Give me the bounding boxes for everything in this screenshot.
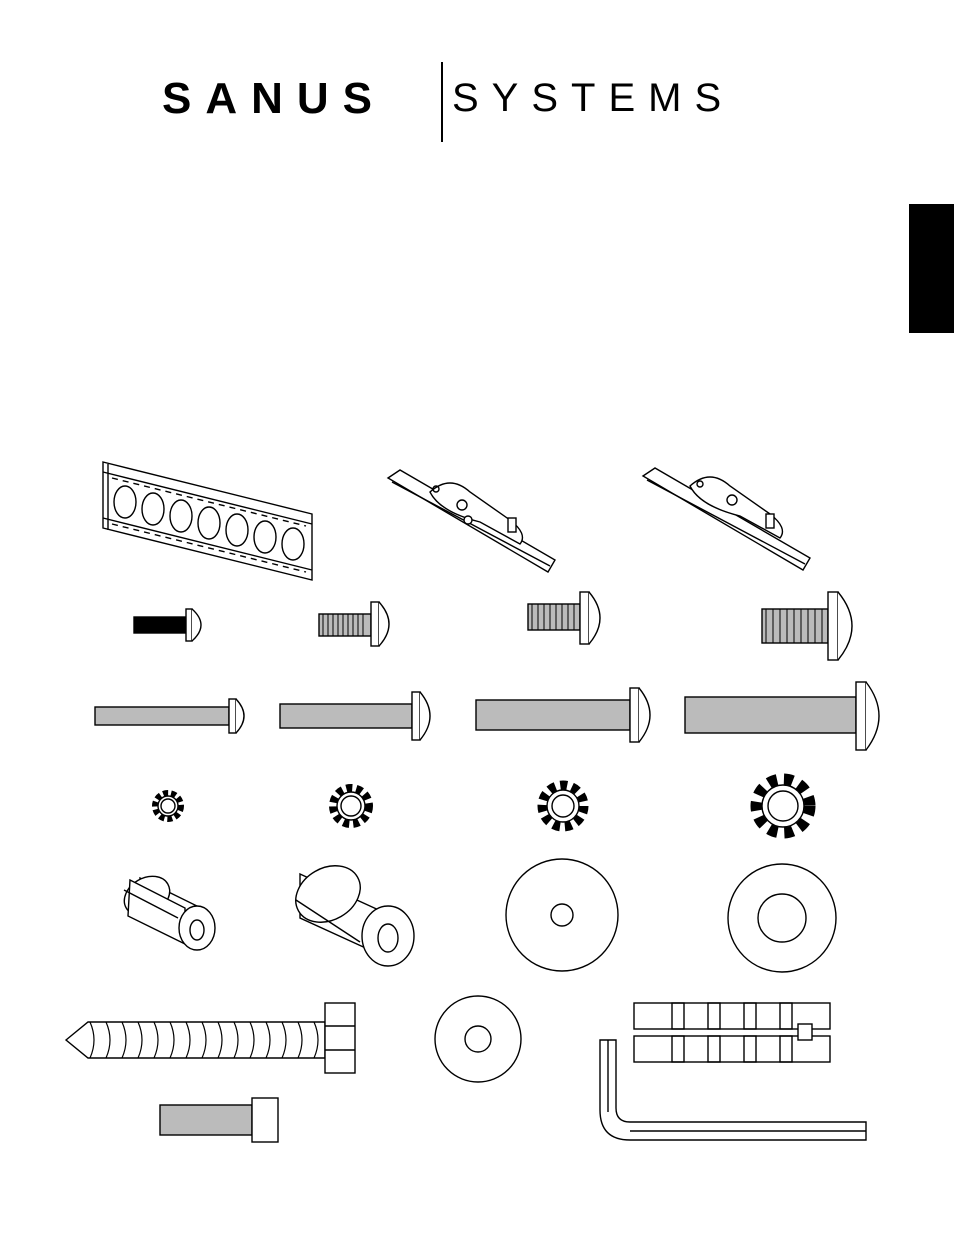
screw-m6-short bbox=[528, 592, 600, 644]
flat-washer-large bbox=[728, 864, 836, 972]
lag-bolt-illustration bbox=[66, 1003, 355, 1073]
socket-cap-screw-illustration bbox=[160, 1098, 278, 1142]
screw-m5-long bbox=[280, 692, 430, 740]
lock-washer-m6 bbox=[542, 785, 584, 827]
spacer-small bbox=[117, 868, 215, 950]
lock-washer-m4 bbox=[155, 793, 181, 819]
lock-washer-m5 bbox=[333, 788, 369, 824]
spacer-large bbox=[286, 854, 414, 966]
tv-bracket-illustration bbox=[388, 470, 555, 572]
wall-anchor-illustration bbox=[634, 1003, 830, 1062]
lock-washer-m8 bbox=[756, 779, 810, 833]
washer-center bbox=[435, 996, 521, 1082]
screw-m4-short bbox=[134, 609, 201, 641]
screw-m5-short bbox=[319, 602, 389, 646]
tv-bracket-illustration bbox=[643, 468, 810, 570]
screw-m6-long bbox=[476, 688, 650, 742]
screw-m4-long bbox=[95, 699, 244, 733]
screw-m8-short bbox=[762, 592, 852, 660]
mounting-plate-illustration bbox=[103, 462, 312, 580]
screw-m8-long bbox=[685, 682, 879, 750]
flat-washer-small bbox=[506, 859, 618, 971]
